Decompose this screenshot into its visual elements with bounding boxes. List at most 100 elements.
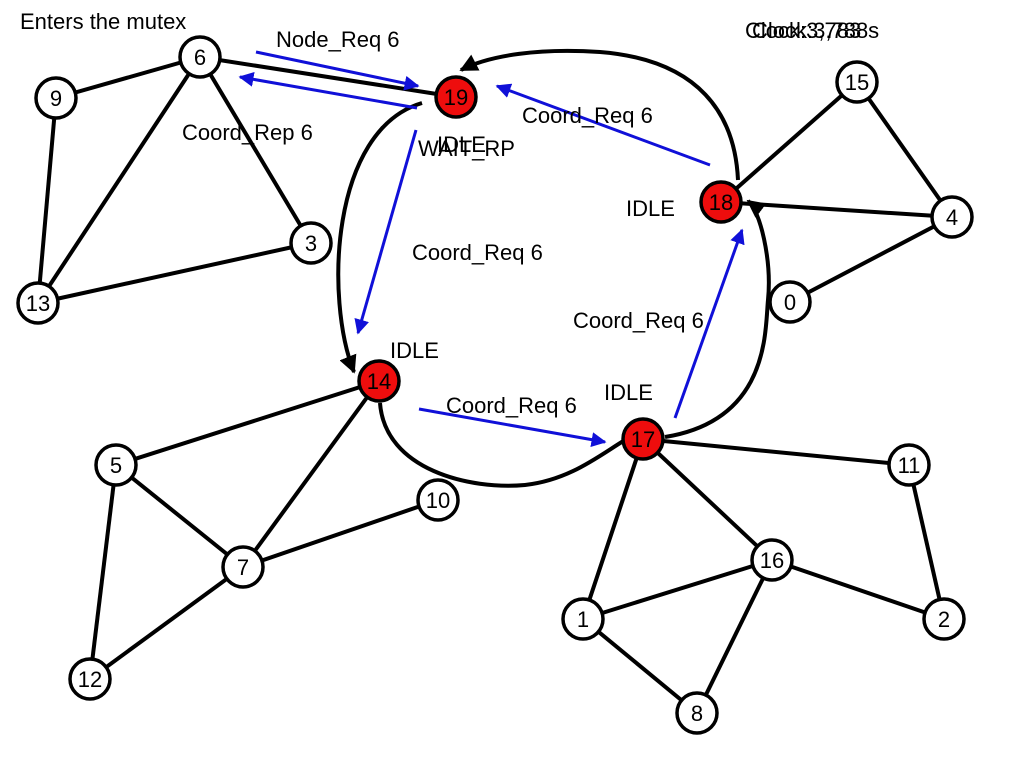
- header-annotations: Enters the mutex Clock:3,783 Clock:3,788…: [20, 9, 879, 43]
- node-1: 1: [561, 597, 605, 641]
- node-label-3: 3: [305, 231, 317, 256]
- node-label-7: 7: [237, 555, 249, 580]
- clock-label-b: Clock:3,788s: [752, 18, 879, 43]
- node-circle-1: [561, 597, 605, 641]
- node-8: 8: [675, 691, 719, 735]
- message-arrow-6-19: [255, 50, 420, 91]
- edge-6-3: [198, 55, 313, 245]
- message-labels: Node_Req 6 Coord_Rep 6 Coord_Req 6 Coord…: [182, 27, 704, 418]
- node-0: 0: [768, 280, 812, 324]
- node-18: 18: [699, 180, 743, 224]
- node-circle-12: [68, 657, 112, 701]
- node-circle-9: [34, 76, 78, 120]
- edge-17-1: [581, 438, 645, 620]
- node-circle-19: [434, 75, 478, 119]
- node-9: 9: [34, 76, 78, 120]
- node-label-16: 16: [760, 548, 784, 573]
- edge-5-7: [114, 463, 245, 569]
- state-label-14: IDLE: [390, 338, 439, 363]
- node-label-6: 6: [194, 45, 206, 70]
- node-label-17: 17: [631, 427, 655, 452]
- message-arrow-19-6: [238, 71, 418, 110]
- node-label-1: 1: [577, 607, 589, 632]
- node-label-2: 2: [938, 607, 950, 632]
- ring-edge-19-14: [336, 101, 423, 374]
- node-circle-17: [621, 417, 665, 461]
- message-label-coord-req-14-17: Coord_Req 6: [446, 393, 577, 418]
- ring-edge-18-19: [459, 48, 740, 181]
- status-text: Enters the mutex: [20, 9, 186, 34]
- node-14: 14: [357, 359, 401, 403]
- node-label-11: 11: [898, 453, 921, 478]
- edge-14-5: [115, 379, 380, 467]
- node-label-19: 19: [444, 85, 468, 110]
- coordinator-ring: [336, 48, 771, 488]
- edge-16-8: [695, 559, 774, 714]
- edge-16-1: [582, 558, 773, 621]
- messages-layer: [238, 50, 745, 448]
- node-label-4: 4: [946, 205, 958, 230]
- edge-7-10: [242, 498, 439, 569]
- node-7: 7: [221, 545, 265, 589]
- node-6: 6: [178, 35, 222, 79]
- node-19: 19: [434, 75, 478, 119]
- node-circle-16: [750, 538, 794, 582]
- node-circle-8: [675, 691, 719, 735]
- edge-16-2: [771, 558, 945, 621]
- state-label-19-wait-rp: WAIT_RP: [418, 136, 515, 161]
- message-label-coord-req-17-18: Coord_Req 6: [573, 308, 704, 333]
- node-label-12: 12: [78, 667, 102, 692]
- node-16: 16: [750, 538, 794, 582]
- node-17: 17: [621, 417, 665, 461]
- node-label-10: 10: [426, 488, 450, 513]
- node-circle-7: [221, 545, 265, 589]
- node-circle-6: [178, 35, 222, 79]
- edges-layer: [36, 55, 954, 715]
- edge-18-4: [720, 200, 953, 219]
- message-label-coord-rep: Coord_Rep 6: [182, 120, 313, 145]
- state-label-18: IDLE: [626, 196, 675, 221]
- edge-11-2: [907, 464, 946, 620]
- node-13: 13: [16, 281, 60, 325]
- state-label-17: IDLE: [604, 380, 653, 405]
- message-arrow-18-19: [495, 83, 711, 167]
- edge-6-13: [36, 55, 202, 305]
- message-arrow-14-17: [418, 407, 607, 448]
- node-label-14: 14: [367, 369, 391, 394]
- node-11: 11: [887, 443, 931, 487]
- node-label-13: 13: [26, 291, 50, 316]
- edge-17-16: [641, 437, 774, 562]
- node-12: 12: [68, 657, 112, 701]
- node-circle-13: [16, 281, 60, 325]
- node-3: 3: [289, 221, 333, 265]
- edge-18-15: [719, 80, 859, 204]
- node-4: 4: [930, 195, 974, 239]
- edge-5-12: [88, 464, 118, 680]
- node-10: 10: [416, 478, 460, 522]
- message-arrow-19-14: [354, 129, 418, 335]
- node-circle-5: [94, 443, 138, 487]
- node-label-5: 5: [110, 453, 122, 478]
- edge-9-13: [36, 97, 58, 304]
- node-circle-0: [768, 280, 812, 324]
- clock-label-a: Clock:3,783: [745, 18, 861, 43]
- node-circle-2: [922, 597, 966, 641]
- node-circle-15: [835, 60, 879, 104]
- ring-edge-14-17: [378, 402, 627, 488]
- node-label-15: 15: [845, 70, 869, 95]
- edge-7-12: [88, 565, 245, 681]
- edge-14-7: [241, 379, 381, 569]
- state-labels: IDLE WAIT_RP IDLE IDLE IDLE: [390, 132, 675, 405]
- message-arrow-17-18: [673, 228, 745, 419]
- node-circle-4: [930, 195, 974, 239]
- node-circle-10: [416, 478, 460, 522]
- node-circle-18: [699, 180, 743, 224]
- state-label-19-idle: IDLE: [437, 132, 486, 157]
- node-label-9: 9: [50, 86, 62, 111]
- edge-1-8: [581, 617, 699, 715]
- message-label-coord-req-19-14: Coord_Req 6: [412, 240, 543, 265]
- edge-15-4: [855, 80, 954, 219]
- edge-6-9: [55, 55, 201, 100]
- node-circle-3: [289, 221, 333, 265]
